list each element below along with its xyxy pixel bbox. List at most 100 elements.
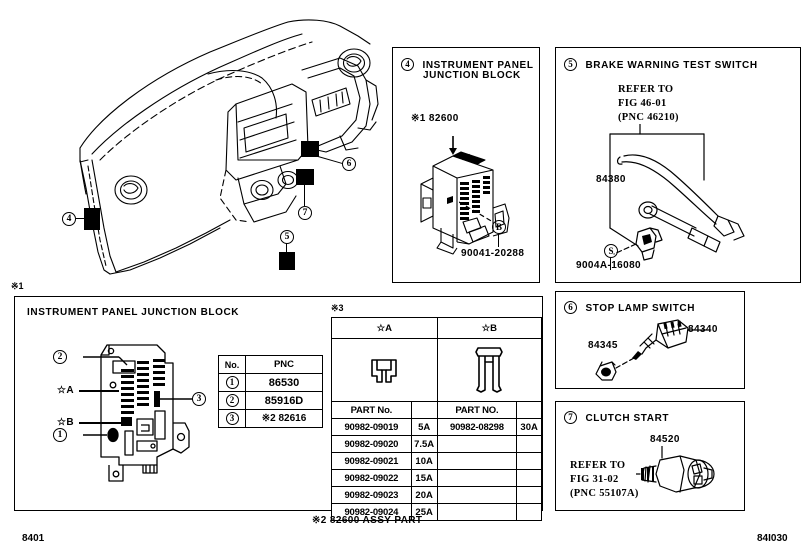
panel-7-refer-line2: FIG 31-02: [570, 474, 619, 485]
junction-star-a-label: ☆A: [57, 385, 74, 396]
panel-5-title: BRAKE WARNING TEST SWITCH: [585, 60, 758, 71]
junction-item-1[interactable]: 1: [53, 428, 67, 442]
bolt-leader-stem: [498, 234, 500, 247]
stop-lamp-switch-drawing: [592, 318, 722, 386]
marker-block-7: [296, 169, 314, 185]
fuse-header-star-a: ☆A: [331, 317, 438, 339]
panel-6-switch-part-number: 84340: [688, 324, 718, 335]
pnc-row-0-no: 1: [218, 373, 246, 392]
fuse-table-subheader-row: PART No. PART NO.: [331, 401, 542, 419]
panel-5-refer-line1: REFER TO: [618, 84, 674, 95]
corner-code-left: 8401: [22, 533, 45, 544]
fuse-row-3-b-pn: [436, 469, 518, 487]
pnc-row-1-circle: 2: [225, 394, 239, 407]
fuse-image-a-cell: [331, 338, 438, 402]
leader-line-5: [286, 243, 288, 253]
junction-item-2[interactable]: 2: [53, 350, 67, 364]
screw-leader-stem: [610, 258, 612, 270]
panel-4-bolt-part-number: 90041-20288: [461, 248, 525, 259]
panel-stop-lamp-switch: 6 STOP LAMP SWITCH: [555, 291, 745, 389]
table-row: 90982-09019 5A 90982-08298 30A: [331, 418, 542, 436]
table-row: 90982-09024 25A: [331, 503, 542, 521]
panel-5-part-number-main: 84380: [596, 174, 626, 185]
fuse-row-2-b-pn: [436, 452, 518, 470]
fuse-row-3-a-pn: 90982-09022: [331, 469, 412, 487]
panel-number-7: 7: [564, 411, 577, 425]
fuse-row-4-a-amp: 20A: [410, 486, 438, 504]
fuse-row-0-a-amp: 5A: [410, 418, 438, 436]
callout-5[interactable]: 5: [280, 230, 294, 244]
pnc-row-2-circle: 3: [225, 412, 239, 425]
panel-4-title-line2: JUNCTION BLOCK: [423, 70, 521, 81]
panel-6-grommet-part-number: 84345: [588, 340, 618, 351]
fuse-row-1-a-amp: 7.5A: [410, 435, 438, 453]
leader-line-7: [304, 185, 306, 206]
fuse-row-1-b-pn: [436, 435, 518, 453]
bolt-leader: [459, 198, 515, 234]
pnc-row-0-pnc: 86530: [245, 373, 323, 392]
panel-number-6: 6: [564, 301, 577, 315]
panel-4-title-line1: INSTRUMENT PANEL: [422, 60, 534, 71]
fuse-table-star-header-row: ☆A ☆B: [331, 317, 543, 339]
bolt-marker-b: B: [492, 220, 506, 234]
callout-7[interactable]: 7: [298, 206, 312, 220]
junction-block-front-view: [61, 339, 201, 489]
panel-number-4: 4: [401, 58, 414, 72]
fuse-table: ☆A ☆B: [331, 317, 543, 521]
note-mark-1: ※1: [11, 281, 24, 291]
table-row: 2 85916D: [218, 391, 323, 410]
pnc-header-no: No.: [218, 355, 246, 374]
pnc-row-2-no: 3: [218, 409, 246, 428]
fuse-row-0-b-amp: 30A: [516, 418, 542, 436]
panel-7-part-number-main: 84520: [650, 434, 680, 445]
junction-block-drawing: [407, 136, 527, 256]
fuse-row-0-b-pn: 90982-08298: [436, 418, 518, 436]
callout-4[interactable]: 4: [62, 212, 76, 226]
fuse-subheader-a-partno: PART No.: [331, 401, 412, 419]
panel-5-refer-line2: FIG 46-01: [618, 98, 667, 109]
pnc-table-header-row: No. PNC: [218, 355, 323, 374]
panel-instrument-panel-junction-block: 4 INSTRUMENT PANEL JUNCTION BLOCK ※1 826…: [392, 47, 540, 283]
fuse-row-2-b-amp: [516, 452, 542, 470]
fuse-row-4-b-amp: [516, 486, 542, 504]
junction-star-b-label: ☆B: [57, 417, 74, 428]
fuse-row-3-a-amp: 15A: [410, 469, 438, 487]
fuse-row-3-b-amp: [516, 469, 542, 487]
table-row: 90982-09022 15A: [331, 469, 542, 487]
junction-block-panel-title: INSTRUMENT PANEL JUNCTION BLOCK: [27, 307, 240, 318]
table-row: 1 86530: [218, 373, 323, 392]
callout-6[interactable]: 6: [342, 157, 356, 171]
pnc-row-1-pnc: 85916D: [245, 391, 323, 410]
table-row: 90982-09020 7.5A: [331, 435, 542, 453]
fuse-row-5-b-pn: [436, 503, 518, 521]
junction-item-3[interactable]: 3: [192, 392, 206, 406]
marker-block-5: [279, 252, 295, 270]
fuse-row-5-a-pn: 90982-09024: [331, 503, 412, 521]
panel-4-part-number-main: ※1 82600: [411, 113, 459, 124]
note-mark-3: ※3: [331, 303, 344, 313]
pnc-row-0-circle: 1: [225, 376, 239, 389]
panel-5-refer-line3: (PNC 46210): [618, 112, 679, 123]
panel-junction-block-detail: INSTRUMENT PANEL JUNCTION BLOCK: [14, 296, 543, 521]
panel-5-screw-part-number: 9004A-16080: [576, 260, 642, 271]
panel-brake-warning-test-switch: 5 BRAKE WARNING TEST SWITCH REFER TO FIG…: [555, 47, 801, 283]
panel-6-title: STOP LAMP SWITCH: [585, 303, 696, 314]
marker-block-6: [301, 141, 319, 157]
fuse-header-star-b: ☆B: [436, 317, 543, 339]
fuse-image-b-cell: [436, 338, 543, 402]
fuse-row-2-a-amp: 10A: [410, 452, 438, 470]
fuse-subheader-b-partno: PART NO.: [436, 401, 518, 419]
parking-brake-lever-drawing: [592, 124, 782, 264]
table-row: 90982-09021 10A: [331, 452, 542, 470]
fuse-subheader-a-amp: [410, 401, 438, 419]
fuse-row-4-b-pn: [436, 486, 518, 504]
panel-7-title: CLUTCH START: [585, 413, 670, 424]
fuse-row-2-a-pn: 90982-09021: [331, 452, 412, 470]
table-row: 3 ※2 82616: [218, 409, 323, 428]
fuse-row-5-b-amp: [516, 503, 542, 521]
panel-clutch-start: 7 CLUTCH START 84520: [555, 401, 745, 511]
pnc-table: No. PNC 1 86530 2 85916D 3 ※2 82616: [218, 355, 323, 428]
fuse-row-0-a-pn: 90982-09019: [331, 418, 412, 436]
clutch-start-switch-drawing: [636, 446, 736, 502]
